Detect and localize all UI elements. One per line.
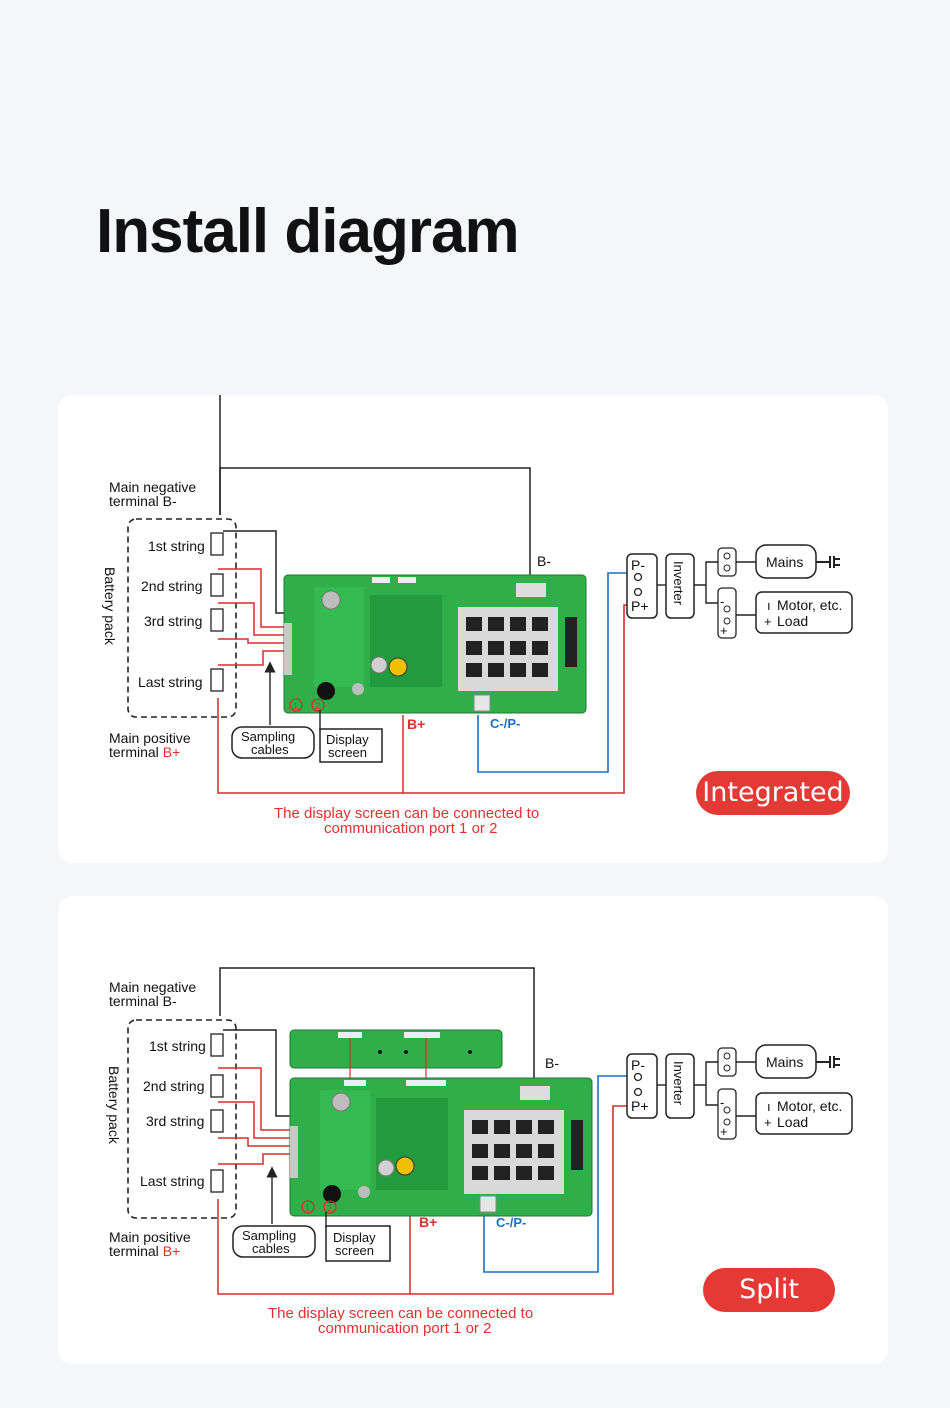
svg-text:+: + (764, 1115, 772, 1130)
main-negative-terminal: terminal B- (109, 993, 177, 1009)
integrated-badge: Integrated (696, 771, 850, 815)
c-p-minus-label: C-/P- (496, 1215, 526, 1230)
integrated-diagram-card: 1st string 2nd string 3rd string Last st… (58, 395, 888, 863)
svg-text:+: + (764, 614, 772, 629)
motor-label: Motor, etc. (777, 1098, 842, 1114)
sampling-cables-label-2: cables (252, 1241, 290, 1256)
battery-pack-label: Battery pack (106, 1066, 122, 1145)
b-minus-label: B- (537, 553, 551, 569)
main-positive-label: Main positive (109, 1229, 191, 1245)
main-positive-terminal: terminal (109, 744, 163, 760)
svg-text:+: + (720, 623, 728, 638)
main-negative-label: Main negative (109, 979, 196, 995)
p-minus-label: P- (631, 1057, 645, 1073)
display-note-line1: The display screen can be connected to (268, 1305, 533, 1322)
string-label-3: 3rd string (146, 1113, 204, 1129)
inverter-label: Inverter (671, 1061, 686, 1106)
string-label-1: 1st string (148, 538, 205, 554)
b-minus-label: B- (545, 1055, 559, 1071)
main-positive-terminal: terminal (109, 1243, 163, 1259)
svg-text:ı: ı (767, 598, 771, 613)
string-label-last: Last string (140, 1173, 205, 1189)
plug-icon (816, 1056, 840, 1068)
svg-text:ı: ı (767, 1099, 771, 1114)
main-positive-label: Main positive (109, 730, 191, 746)
main-positive-b-plus: B+ (163, 1243, 181, 1259)
load-label: Load (777, 613, 808, 629)
b-plus-label: B+ (407, 716, 425, 732)
display-screen-label-2: screen (335, 1243, 374, 1258)
integrated-wiring-diagram: 1st string 2nd string 3rd string Last st… (102, 395, 853, 837)
sampling-cables-label: Sampling (242, 1228, 296, 1243)
b-plus-label: B+ (419, 1214, 437, 1230)
p-plus-label: P+ (631, 1098, 649, 1114)
bms-board (283, 574, 587, 714)
svg-text:-: - (720, 594, 724, 609)
sampling-cables-label-2: cables (251, 742, 289, 757)
split-diagram-card: 1st string 2nd string 3rd string Last st… (58, 896, 888, 1364)
p-plus-label: P+ (631, 598, 649, 614)
port-1-label: 1 (293, 701, 298, 711)
string-label-last: Last string (138, 674, 203, 690)
mains-label: Mains (766, 1054, 803, 1070)
main-negative-label: Main negative (109, 479, 196, 495)
c-p-minus-label: C-/P- (490, 716, 520, 731)
display-screen-label: Display (333, 1230, 376, 1245)
svg-text:-: - (720, 1095, 724, 1110)
load-label: Load (777, 1114, 808, 1130)
display-screen-label: Display (326, 732, 369, 747)
string-label-1: 1st string (149, 1038, 206, 1054)
string-label-2: 2nd string (143, 1078, 204, 1094)
display-note-line1: The display screen can be connected to (274, 805, 539, 822)
display-board (289, 1029, 503, 1069)
display-note-line2: communication port 1 or 2 (324, 820, 497, 837)
port-2-label: 2 (327, 1203, 332, 1213)
string-label-3: 3rd string (144, 613, 202, 629)
split-badge: Split (703, 1268, 835, 1312)
svg-text:terminal B+: terminal B+ (109, 744, 180, 760)
string-label-2: 2nd string (141, 578, 202, 594)
port-2-label: 2 (315, 701, 320, 711)
port-1-label: 1 (305, 1203, 310, 1213)
main-positive-b-plus: B+ (163, 744, 181, 760)
bms-board (289, 1077, 593, 1217)
inverter-label: Inverter (671, 561, 686, 606)
p-minus-label: P- (631, 557, 645, 573)
svg-text:+: + (720, 1124, 728, 1139)
battery-pack-label: Battery pack (102, 567, 118, 646)
split-wiring-diagram: 1st string 2nd string 3rd string Last st… (106, 967, 853, 1337)
svg-text:terminal B+: terminal B+ (109, 1243, 180, 1259)
page-title: Install diagram (96, 197, 520, 266)
sampling-cables-label: Sampling (241, 729, 295, 744)
motor-label: Motor, etc. (777, 597, 842, 613)
display-screen-label-2: screen (328, 745, 367, 760)
mains-label: Mains (766, 554, 803, 570)
plug-icon (816, 556, 840, 568)
display-note-line2: communication port 1 or 2 (318, 1320, 491, 1337)
main-negative-terminal: terminal B- (109, 493, 177, 509)
